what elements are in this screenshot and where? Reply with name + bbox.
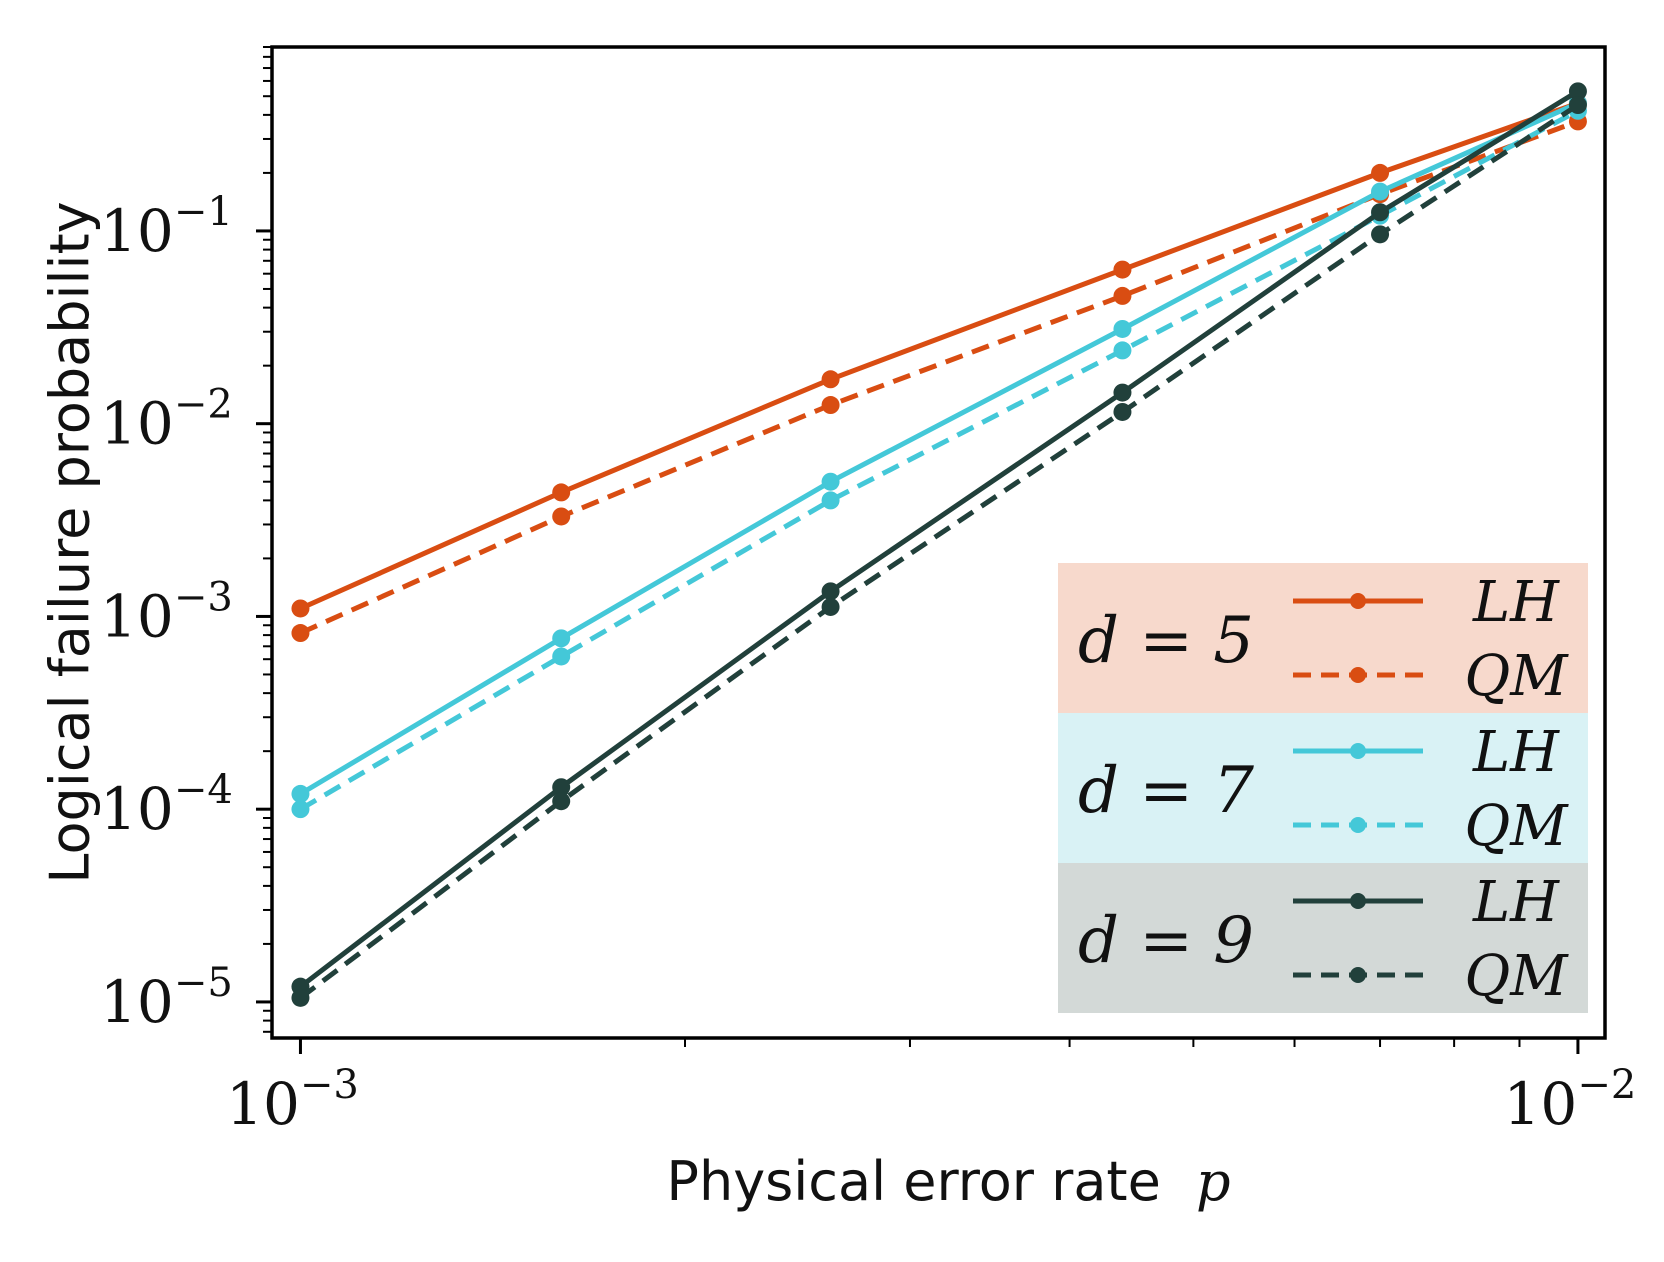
data-point: [291, 988, 310, 1007]
series-d7-qm: [291, 101, 1587, 819]
legend-entry-label: QM: [1464, 794, 1569, 859]
data-point: [552, 778, 571, 797]
data-point: [291, 624, 310, 643]
series-layer: [291, 82, 1587, 1007]
data-point: [1113, 383, 1132, 402]
legend-marker: [1350, 743, 1366, 759]
legend-entry-label: QM: [1464, 944, 1569, 1009]
data-point: [291, 800, 310, 819]
data-point: [821, 582, 840, 601]
y-tick-label: 10−2: [100, 382, 233, 458]
series-d5-qm: [291, 112, 1587, 643]
series-line: [299, 108, 1580, 812]
series-d7-lh: [291, 94, 1587, 803]
data-point: [1371, 182, 1390, 201]
legend-group-label: d = 9: [1078, 904, 1254, 978]
y-tick-label: 10−4: [100, 767, 233, 843]
x-tick-label: 10−3: [226, 1062, 359, 1138]
y-tick-label: 10−5: [100, 960, 233, 1036]
series-line: [298, 89, 1580, 989]
legend-entry-label: LH: [1472, 570, 1560, 635]
series-line: [299, 100, 1579, 611]
legend: d = 5 LH QM d = 7 LH QM d = 9 LH QM: [1058, 563, 1588, 1013]
data-point: [1371, 225, 1390, 244]
legend-entry-label: QM: [1464, 644, 1569, 709]
series-d5-lh: [291, 94, 1587, 618]
data-point: [1113, 260, 1132, 279]
x-tick-label: 10−2: [1504, 1062, 1637, 1138]
data-point: [821, 597, 840, 616]
data-point: [1568, 96, 1587, 115]
series-d9-qm: [291, 96, 1587, 1007]
legend-marker: [1350, 667, 1366, 683]
plot-frame: [270, 45, 1607, 1040]
x-axis-title-text: Physical error rate: [666, 1150, 1160, 1213]
x-axis-title: Physical error rate p: [666, 1150, 1230, 1213]
data-point: [552, 647, 571, 666]
y-tick-label: 10−1: [100, 189, 233, 265]
legend-group-label: d = 7: [1078, 754, 1254, 828]
series-line: [298, 102, 1580, 1000]
data-point: [1371, 163, 1390, 182]
data-point: [552, 792, 571, 811]
legend-entry-label: LH: [1472, 720, 1560, 785]
axis-labels: 10−3 10−2 10−5 10−4 10−3 10−2 10−1: [100, 189, 1636, 1138]
series-line: [299, 100, 1579, 797]
legend-marker: [1350, 893, 1366, 909]
y-tick-label: 10−3: [100, 574, 233, 650]
legend-group-2-bg: [1058, 713, 1588, 863]
data-point: [1568, 82, 1587, 101]
data-point: [552, 629, 571, 648]
legend-group-1-bg: [1058, 563, 1588, 713]
y-axis-title: Logical failure probability: [39, 201, 102, 883]
data-point: [821, 491, 840, 510]
data-point: [1113, 341, 1132, 360]
data-point: [1113, 319, 1132, 338]
legend-entry-label: LH: [1472, 870, 1560, 935]
data-point: [552, 483, 571, 502]
legend-group-label: d = 5: [1078, 604, 1254, 678]
data-point: [1113, 402, 1132, 421]
legend-marker: [1350, 817, 1366, 833]
legend-marker: [1350, 593, 1366, 609]
data-point: [1371, 203, 1390, 222]
data-point: [821, 370, 840, 389]
series-d9-lh: [291, 82, 1587, 996]
x-axis-title-symbol: p: [1196, 1150, 1231, 1213]
legend-group-3-bg: [1058, 863, 1588, 1013]
series-line: [299, 119, 1579, 636]
data-point: [291, 784, 310, 803]
axis-ticks: [256, 46, 1580, 1054]
data-point: [821, 472, 840, 491]
data-point: [552, 507, 571, 526]
data-point: [1113, 286, 1132, 305]
data-point: [821, 396, 840, 415]
data-point: [291, 599, 310, 618]
legend-marker: [1350, 967, 1366, 983]
